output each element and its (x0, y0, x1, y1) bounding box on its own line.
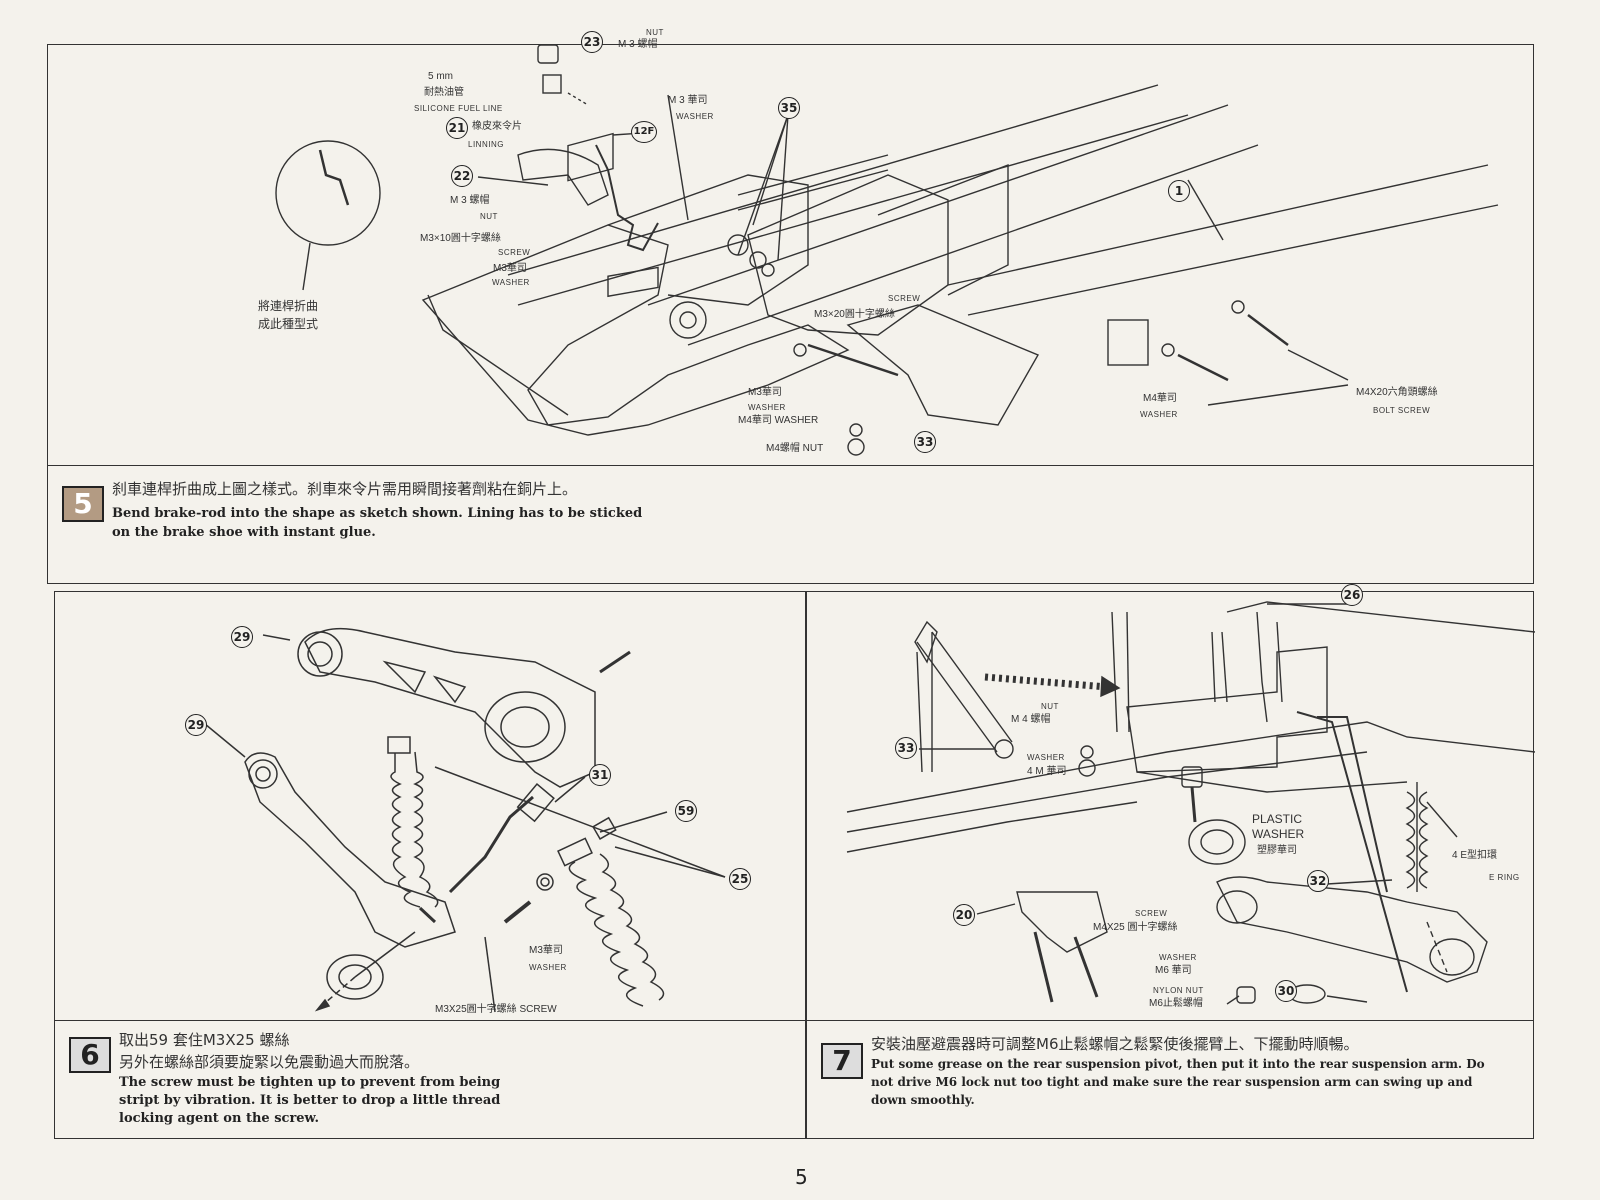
step6-illustration (204, 627, 726, 1013)
part-23: 23 (581, 31, 603, 53)
label-m3-nut2-en: NUT (480, 212, 498, 221)
step7-panel: 26 33 20 32 30 NUT M 4 螺帽 WASHER 4 M 華司 … (806, 584, 1535, 1139)
part-22: 22 (451, 165, 473, 187)
label-nut-top: NUT (646, 28, 664, 37)
label-bolt-zh: M4X20六角頭螺絲 (1356, 387, 1438, 398)
label-e-ring-en: E RING (1489, 873, 1520, 882)
part-12f: 12F (631, 121, 657, 143)
step6-en-1: The screw must be tighten up to prevent … (119, 1075, 501, 1090)
label-screw-en2: SCREW (888, 294, 921, 303)
step7-en-2: not drive M6 lock nut too tight and make… (871, 1075, 1473, 1089)
label-screw-m3x10: M3×10圓十字螺絲 (420, 233, 501, 244)
part-25: 25 (729, 868, 751, 890)
label-e-ring-zh: 4 E型扣環 (1452, 850, 1498, 861)
label-plastic-zh: 塑膠華司 (1257, 845, 1297, 856)
label-m3-washer3-en: WASHER (748, 403, 786, 412)
part-35: 35 (778, 97, 800, 119)
label-fuel-en: SILICONE FUEL LINE (414, 104, 503, 113)
label-m4x25-screw: M4X25 圓十字螺絲 (1093, 922, 1178, 933)
label-m3-washer: M3華司 (529, 945, 563, 956)
part-33: 33 (895, 737, 917, 759)
label-m3-washer: M 3 華司 (668, 95, 708, 106)
part-29-b: 29 (185, 714, 207, 736)
label-m4-washer-right: M4華司 (1143, 393, 1177, 404)
label-screw-en: SCREW (498, 248, 531, 257)
step5-illustration (275, 45, 1499, 456)
label-nut-en: NUT (1041, 702, 1059, 711)
part-20: 20 (953, 904, 975, 926)
label-plastic-2: WASHER (1252, 827, 1305, 841)
part-30: 30 (1275, 980, 1297, 1002)
label-nylon-nut: NYLON NUT (1153, 986, 1204, 995)
page-number: 5 (795, 1165, 808, 1189)
step6-en-3: locking agent on the screw. (119, 1111, 319, 1126)
step7-en-3: down smoothly. (871, 1093, 975, 1107)
part-59: 59 (675, 800, 697, 822)
label-washer-en: WASHER (1027, 753, 1065, 762)
step6-caption: 6 取出59 套住M3X25 螺絲 另外在螺絲部須要旋緊以免震動過大而脫落。 T… (55, 1020, 805, 1138)
step5-en-1: Bend brake-rod into the shape as sketch … (112, 506, 643, 521)
label-m3-washer2-en: WASHER (492, 278, 530, 287)
part-29-a: 29 (231, 626, 253, 648)
label-m3-washer2: M3華司 (493, 263, 527, 274)
label-screw-m3x20: M3×20圓十字螺絲 (814, 309, 895, 320)
step6-en-2: stript by vibration. It is better to dro… (119, 1093, 501, 1108)
label-m3-washer-en: WASHER (676, 112, 714, 121)
step7-badge: 7 (821, 1043, 863, 1079)
label-lining-en: LINNING (468, 140, 504, 149)
label-m4-washer: 4 M 華司 (1027, 766, 1067, 777)
sketch-caption-1: 將連桿折曲 (258, 299, 319, 313)
step6-zh-1: 取出59 套住M3X25 螺絲 (119, 1031, 290, 1049)
step6-zh-2: 另外在螺絲部須要旋緊以免震動過大而脫落。 (119, 1053, 420, 1071)
step7-zh: 安裝油壓避震器時可調整M6止鬆螺帽之鬆緊使後擺臂上、下擺動時順暢。 (871, 1035, 1359, 1053)
label-m4-washer-inline: M4華司 WASHER (738, 415, 819, 426)
label-fuel-5mm: 5 mm (428, 71, 453, 82)
label-lining-zh: 橡皮來令片 (472, 121, 522, 132)
label-m3-washer3: M3華司 (748, 387, 782, 398)
label-m4-nut: M 4 螺帽 (1011, 714, 1051, 725)
label-m6-washer: M6 華司 (1155, 965, 1192, 976)
step5-zh: 刹車連桿折曲成上圖之樣式。刹車來令片需用瞬間接著劑粘在銅片上。 (112, 480, 578, 498)
step5-panel: 將連桿折曲 成此種型式 NUT M 3 螺帽 5 mm 耐熱油管 SILICON… (47, 28, 1534, 584)
label-m3x25-screw: M3X25圓十字螺絲 SCREW (435, 1004, 557, 1015)
step5-badge: 5 (62, 486, 104, 522)
label-screw-en: SCREW (1135, 909, 1168, 918)
step6-panel: 29 29 31 59 25 M3華司 WASHER M3X25圓十字螺絲 SC… (54, 591, 806, 1139)
label-m4-washer-right-en: WASHER (1140, 410, 1178, 419)
step5-en-2: on the brake shoe with instant glue. (112, 525, 376, 540)
part-26: 26 (1341, 584, 1363, 606)
step7-caption: 7 安裝油壓避震器時可調整M6止鬆螺帽之鬆緊使後擺臂上、下擺動時順暢。 Put … (807, 1020, 1533, 1138)
label-m4-nut-inline: M4螺帽 NUT (766, 443, 824, 454)
step6-badge: 6 (69, 1037, 111, 1073)
label-m3-washer-en: WASHER (529, 963, 567, 972)
part-33: 33 (914, 431, 936, 453)
part-21: 21 (446, 117, 468, 139)
label-m3-nut-top: M 3 螺帽 (618, 39, 658, 50)
label-plastic-1: PLASTIC (1252, 812, 1303, 826)
sketch-caption-2: 成此種型式 (258, 317, 319, 331)
label-m3-nut2: M 3 螺帽 (450, 195, 490, 206)
part-1: 1 (1168, 180, 1190, 202)
label-fuel-zh: 耐熱油管 (424, 87, 464, 98)
part-32: 32 (1307, 870, 1329, 892)
label-bolt-en: BOLT SCREW (1373, 406, 1431, 415)
step7-en-1: Put some grease on the rear suspension p… (871, 1057, 1485, 1071)
label-m6-nut: M6止鬆螺帽 (1149, 998, 1203, 1009)
step5-caption: 5 刹車連桿折曲成上圖之樣式。刹車來令片需用瞬間接著劑粘在銅片上。 Bend b… (48, 465, 1533, 583)
part-31: 31 (589, 764, 611, 786)
step7-illustration (846, 601, 1535, 1005)
label-washer-en2: WASHER (1159, 953, 1197, 962)
